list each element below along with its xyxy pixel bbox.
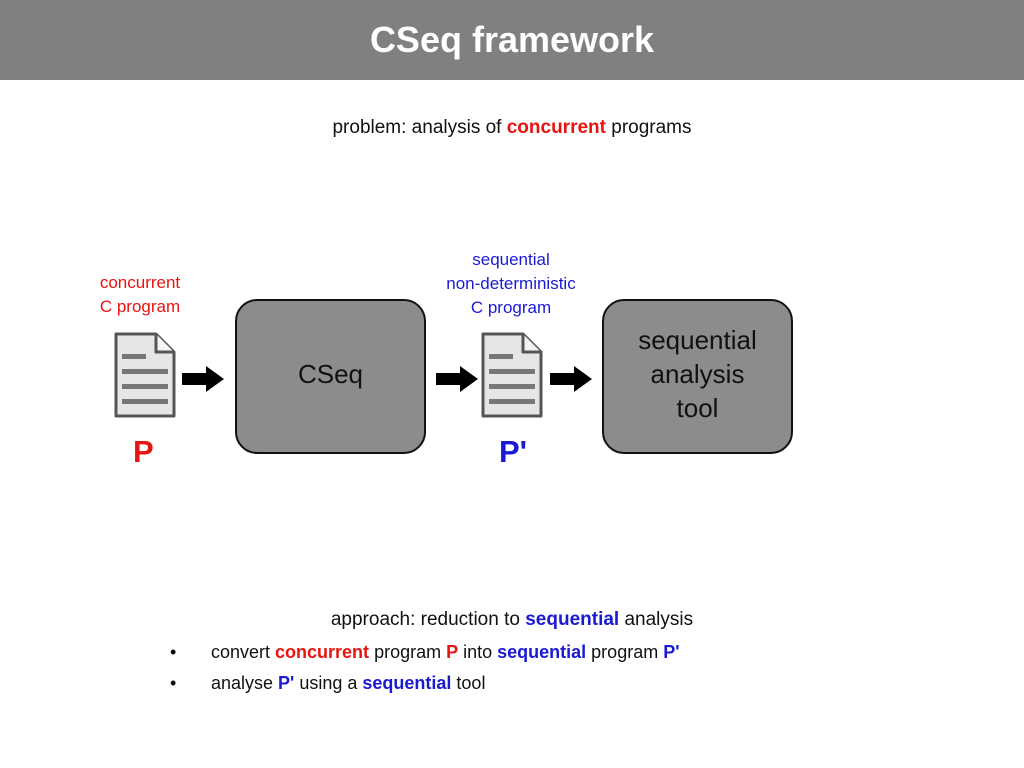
output-label-line3: C program	[470, 298, 552, 317]
problem-prefix: problem: analysis of	[332, 117, 507, 138]
input-label-line1: concurrent	[99, 273, 181, 292]
cseq-box-label: CSeq	[297, 359, 364, 389]
bullet-text: analyse	[211, 673, 279, 693]
bullet-text: into	[458, 642, 498, 662]
approach-bullet-list: • convert concurrent program P into sequ…	[170, 637, 680, 699]
input-label-line2: C program	[99, 297, 181, 316]
input-program-label: concurrent C program	[80, 271, 200, 319]
bullet-text: using a	[294, 673, 363, 693]
tool-box-line3: tool	[676, 393, 719, 423]
arrow-right-icon	[182, 366, 224, 392]
bullet-highlight-p: P	[446, 642, 459, 662]
bullet-highlight-sequential: sequential	[362, 673, 452, 693]
title-bar: CSeq framework	[0, 0, 1024, 80]
arrow-right-icon	[550, 366, 592, 392]
approach-highlight: sequential	[525, 609, 620, 630]
output-label-line1: sequential	[472, 250, 550, 269]
tool-box-line2: analysis	[650, 359, 745, 389]
p-prime-label: P'	[499, 434, 528, 469]
bullet-item: • convert concurrent program P into sequ…	[170, 637, 680, 668]
bullet-highlight-concurrent: concurrent	[275, 642, 370, 662]
approach-statement: approach: reduction to sequential analys…	[0, 609, 1024, 631]
output-label-line2: non-deterministic	[446, 274, 576, 293]
bullet-text: convert	[211, 642, 276, 662]
bullet-highlight-p-prime: P'	[663, 642, 680, 662]
bullet-marker: •	[170, 642, 177, 662]
bullet-marker: •	[170, 673, 177, 693]
bullet-text: program	[586, 642, 664, 662]
tool-box-line1: sequential	[638, 325, 757, 355]
document-icon	[114, 332, 176, 418]
bullet-highlight-sequential: sequential	[497, 642, 587, 662]
approach-prefix: approach: reduction to	[330, 609, 526, 630]
tool-box-label: sequential analysis tool	[638, 323, 757, 425]
slide-title: CSeq framework	[369, 19, 655, 60]
problem-statement: problem: analysis of concurrent programs	[0, 117, 1024, 139]
p-label: P	[133, 434, 154, 469]
document-icon	[481, 332, 543, 418]
approach-suffix: analysis	[619, 609, 694, 630]
problem-suffix: programs	[605, 117, 692, 138]
cseq-box: CSeq	[235, 299, 426, 454]
bullet-highlight-p-prime: P'	[278, 673, 295, 693]
bullet-text: program	[369, 642, 447, 662]
arrow-right-icon	[436, 366, 478, 392]
bullet-text: tool	[451, 673, 486, 693]
problem-highlight: concurrent	[506, 117, 606, 138]
output-program-label: sequential non-deterministic C program	[426, 248, 596, 320]
sequential-analysis-tool-box: sequential analysis tool	[602, 299, 793, 454]
bullet-item: • analyse P' using a sequential tool	[170, 668, 680, 699]
